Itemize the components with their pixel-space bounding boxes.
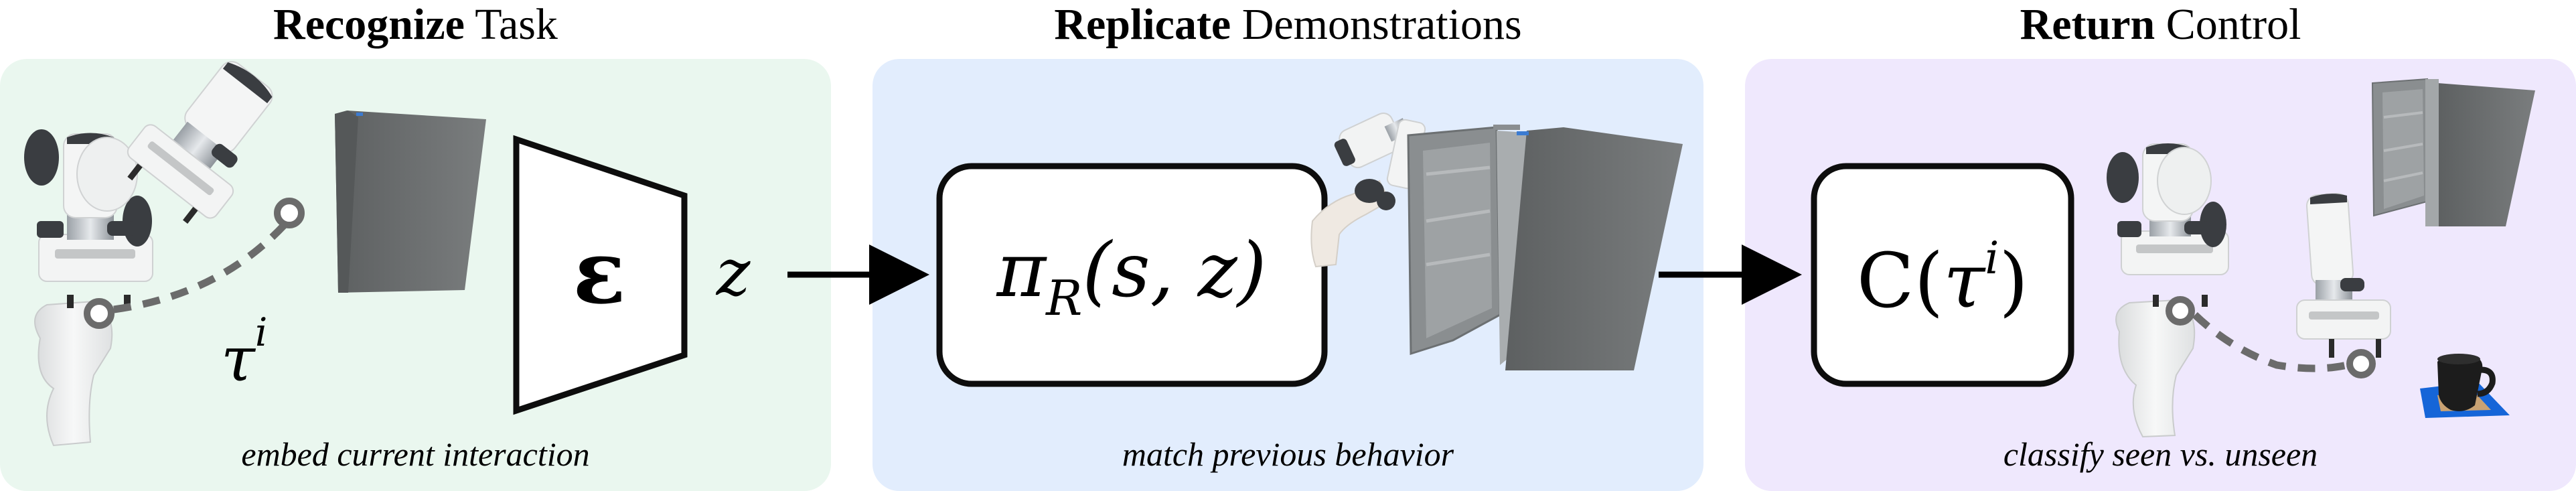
title-bold: Replicate <box>1054 0 1231 49</box>
title-replicate-demonstrations: Replicate Demonstrations <box>873 1 1703 48</box>
policy-block: πR(s, z) <box>936 163 1328 387</box>
policy-formula: πR(s, z) <box>996 227 1267 326</box>
title-recognize-task: Recognize Task <box>0 1 831 48</box>
title-return-control: Return Control <box>1745 1 2576 48</box>
classifier-formula: C(τi) <box>1857 232 2028 325</box>
trajectory-start-icon <box>2166 296 2195 326</box>
title-rest: Control <box>2155 0 2301 49</box>
encoder-block: ε <box>513 135 688 415</box>
caption-recognize-task: embed current interaction <box>241 435 590 473</box>
title-bold: Recognize <box>273 0 465 49</box>
trajectory-start-icon <box>84 298 115 329</box>
robot-arm-home-icon <box>2107 143 2229 438</box>
caption-replicate-demonstrations: match previous behavior <box>1122 435 1454 473</box>
fridge-open-small-icon <box>2371 78 2535 226</box>
caption-return-control: classify seen vs. unseen <box>2003 435 2318 473</box>
fridge-open-icon <box>1407 125 1683 370</box>
trajectory-return-path <box>2166 296 2376 378</box>
fridge-closed-icon <box>335 111 486 293</box>
robot-arm-grasp-icon <box>2296 193 2391 358</box>
title-rest: Demonstrations <box>1231 0 1522 49</box>
robot-arm-end-icon <box>127 61 273 224</box>
title-rest: Task <box>464 0 558 49</box>
trajectory-end-icon <box>274 198 305 228</box>
mug-on-coaster-icon <box>2420 354 2510 418</box>
trajectory-symbol: τi <box>221 309 267 395</box>
trajectory-end-icon <box>2346 349 2376 378</box>
latent-symbol: z <box>716 235 751 310</box>
title-bold: Return <box>2020 0 2155 49</box>
encoder-symbol: ε <box>573 221 625 324</box>
robot-arm-start-icon <box>24 129 153 447</box>
trajectory-path <box>84 198 305 329</box>
classifier-block: C(τi) <box>1811 163 2074 387</box>
